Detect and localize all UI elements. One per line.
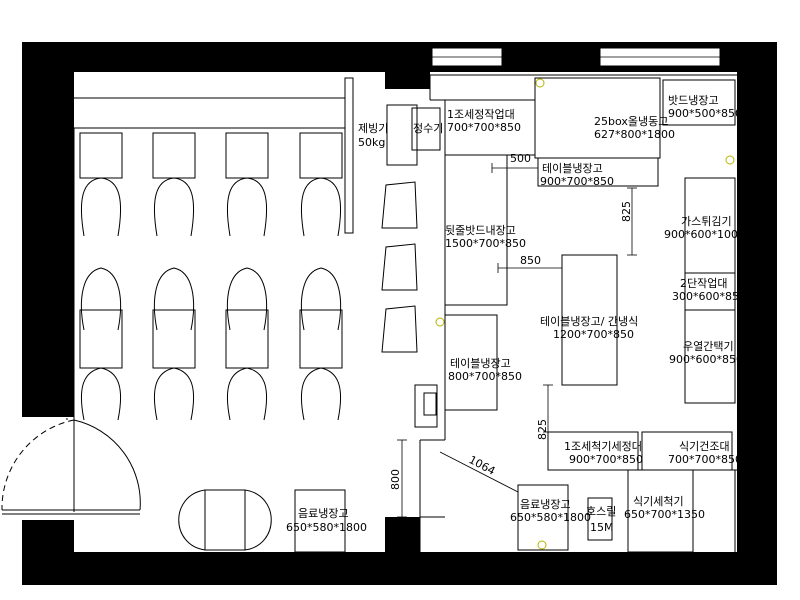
label-bev-fridge-right-size: 650*580*1800 bbox=[510, 511, 591, 524]
wall-right bbox=[737, 42, 777, 585]
dim-825-top: 825 bbox=[620, 201, 633, 222]
label-gas-fryer-size: 900*600*1000 bbox=[664, 228, 745, 241]
label-hose-reel-name: 호스릴 bbox=[586, 505, 616, 518]
label-table-fridge-top-size: 900*700*850 bbox=[540, 175, 614, 188]
wall-left bbox=[22, 42, 74, 97]
label-bev-fridge-left-size: 650*580*1800 bbox=[286, 521, 367, 534]
ice-maker bbox=[386, 104, 418, 166]
label-hose-reel-size: 15M bbox=[590, 521, 614, 534]
dim-800: 800 bbox=[389, 469, 402, 490]
wall-bottom-left bbox=[22, 552, 417, 585]
beverage-fridge-right bbox=[517, 484, 569, 551]
label-box25-name: 25box올냉동고 bbox=[594, 115, 668, 128]
dim-1064: 1064 bbox=[467, 453, 498, 478]
chair bbox=[79, 132, 123, 179]
table bbox=[299, 309, 343, 369]
label-sink-wash-size: 900*700*850 bbox=[569, 453, 643, 466]
label-ice-maker-2: 50kg bbox=[358, 136, 385, 149]
wall-bottom-right bbox=[395, 552, 777, 585]
label-dishwasher-name: 식기세척기 bbox=[633, 495, 684, 508]
table bbox=[152, 309, 196, 369]
table bbox=[79, 309, 123, 369]
noodle-cooker bbox=[684, 309, 736, 404]
dishwasher bbox=[627, 469, 694, 553]
hose-reel bbox=[587, 497, 613, 541]
label-sink1-size: 700*700*850 bbox=[447, 121, 521, 134]
table bbox=[225, 309, 269, 369]
dining-partition bbox=[344, 77, 354, 234]
dim-850: 850 bbox=[520, 254, 541, 267]
label-bev-fridge-right-name: 음료냉장고 bbox=[520, 498, 571, 511]
label-box25-size: 627*800*1800 bbox=[594, 128, 675, 141]
kitchen-area bbox=[381, 74, 737, 553]
label-noodle-cooker-name: 우열간택기 bbox=[683, 340, 734, 353]
center-table-fridge bbox=[561, 254, 618, 386]
beverage-fridge-left bbox=[294, 489, 346, 553]
label-ice-maker-1: 제빙기 bbox=[358, 122, 388, 135]
table-fridge-mid bbox=[444, 314, 498, 411]
chair bbox=[299, 132, 343, 179]
pos-screen bbox=[423, 392, 437, 416]
back-band-fridge bbox=[444, 154, 508, 306]
dim-500: 500 bbox=[510, 152, 531, 165]
label-center-table-size: 1200*700*850 bbox=[553, 328, 634, 341]
label-dishwasher-size: 650*700*1350 bbox=[624, 508, 705, 521]
pos-terminal bbox=[414, 384, 438, 428]
label-sink1-name: 1조세정작업대 bbox=[447, 108, 515, 121]
markers bbox=[435, 78, 735, 550]
label-back-band-size: 1500*700*850 bbox=[445, 237, 526, 250]
label-table-fridge-mid-size: 800*700*850 bbox=[448, 370, 522, 383]
table bbox=[204, 489, 246, 551]
wall-pillar-bottom bbox=[385, 517, 420, 585]
wall-left-lower bbox=[22, 97, 74, 417]
label-back-band-name: 뒷줄밧드내장고 bbox=[445, 224, 516, 237]
wall-pillar-top bbox=[385, 42, 430, 89]
label-dish-dryer-name: 식기건조대 bbox=[679, 440, 730, 453]
label-bev-fridge-left-name: 음료냉장고 bbox=[298, 507, 349, 520]
label-dish-dryer-size: 700*700*850 bbox=[668, 453, 742, 466]
label-two-tier-name: 2단작업대 bbox=[680, 277, 727, 290]
dimension-lines bbox=[397, 163, 637, 518]
label-center-table-name: 테이블냉장고/ 간냉식 bbox=[540, 315, 638, 328]
label-gas-fryer-name: 가스튀김기 bbox=[681, 215, 732, 228]
dining-area bbox=[1, 77, 354, 553]
labels: 제빙기 50kg 정수기 1조세정작업대 700*700*850 25box올냉… bbox=[286, 94, 746, 534]
dim-825-bottom: 825 bbox=[536, 419, 549, 440]
band-fridge bbox=[662, 79, 736, 126]
label-table-fridge-mid-name: 테이블냉장고 bbox=[450, 357, 511, 370]
label-two-tier-size: 300*600*850 bbox=[672, 290, 746, 303]
walls bbox=[22, 42, 777, 585]
label-noodle-cooker-size: 900*600*850 bbox=[669, 353, 743, 366]
label-water-purifier: 정수기 bbox=[413, 122, 443, 135]
label-band-fridge-size: 900*500*850 bbox=[668, 107, 742, 120]
label-band-fridge-name: 밧드냉장고 bbox=[668, 94, 719, 107]
water-purifier bbox=[411, 107, 441, 151]
dimension-labels: 500 825 850 825 1064 800 bbox=[389, 152, 633, 490]
label-table-fridge-top-name: 테이블냉장고 bbox=[542, 162, 603, 175]
chair bbox=[225, 132, 269, 179]
label-sink-wash-name: 1조세척기세정대 bbox=[564, 440, 642, 453]
chair bbox=[152, 132, 196, 179]
